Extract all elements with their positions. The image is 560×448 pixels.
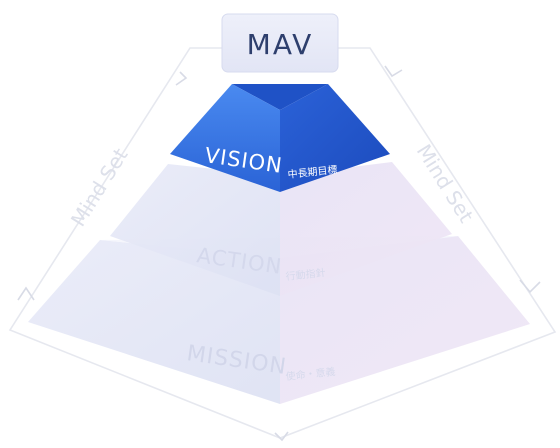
action-right-face — [280, 162, 452, 296]
action-subtitle: 行動指針 — [285, 266, 326, 283]
vision-right-face — [280, 84, 390, 192]
mav-box-shape — [221, 13, 339, 73]
mav-box: MAV — [221, 13, 339, 73]
arrow-right-upper — [384, 65, 403, 78]
vision-top-face — [232, 84, 328, 110]
arrow-left-upper — [175, 71, 188, 86]
arrow-left-lower — [17, 286, 35, 301]
mission-right-face — [280, 236, 530, 404]
mav-label: MAV — [247, 28, 314, 61]
layer-action: ACTION 行動指針 — [110, 162, 452, 296]
vision-left-face — [170, 84, 280, 192]
mission-left-face — [28, 240, 280, 404]
arrow-bottom — [274, 431, 289, 442]
layer-vision: VISION 中長期目標 — [170, 84, 390, 192]
layer-mission: MISSION 使命・意義 — [28, 236, 530, 404]
mind-set-left-label: Mind Set — [66, 144, 133, 231]
arrow-right-lower — [519, 279, 541, 294]
action-left-face — [110, 164, 280, 296]
